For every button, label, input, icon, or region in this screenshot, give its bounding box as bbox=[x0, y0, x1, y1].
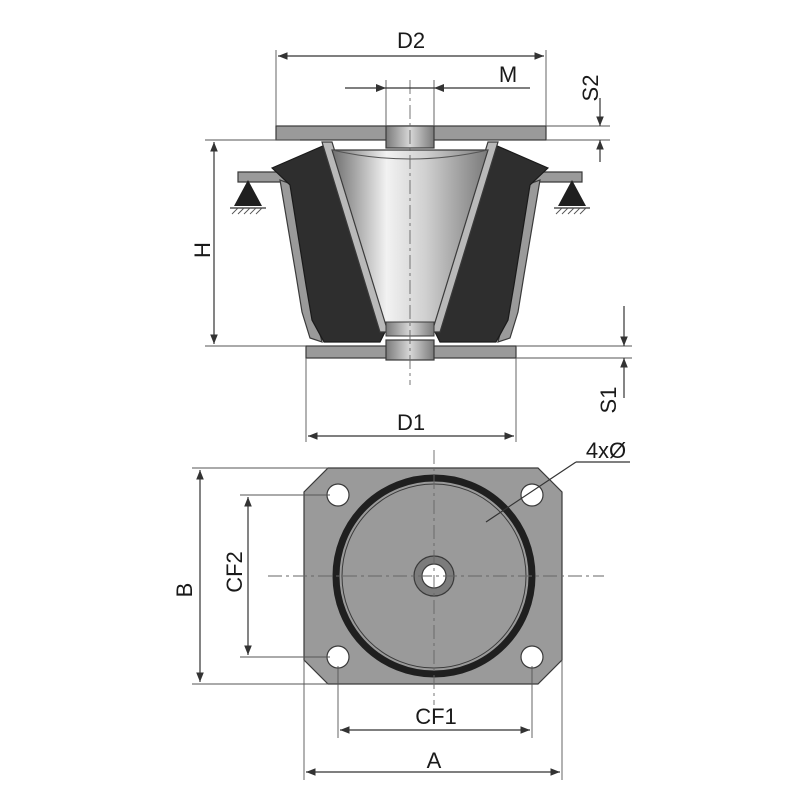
a-label: A bbox=[427, 748, 442, 773]
h-label: H bbox=[190, 242, 215, 258]
corner-hole-tr bbox=[520, 483, 544, 507]
cf2-label: CF2 bbox=[222, 551, 247, 593]
side-view: D2 M S2 H S1 D1 bbox=[190, 28, 632, 442]
corner-hole-tl bbox=[326, 483, 350, 507]
b-label: B bbox=[172, 583, 197, 598]
corner-hole-br bbox=[520, 645, 544, 669]
top-view: 4xØ CF2 B CF1 A bbox=[172, 438, 630, 780]
holes-label: 4xØ bbox=[586, 438, 626, 463]
s1-label: S1 bbox=[596, 387, 621, 414]
corner-hole-bl bbox=[326, 645, 350, 669]
d1-label: D1 bbox=[397, 410, 425, 435]
d2-label: D2 bbox=[397, 28, 425, 53]
right-support-icon bbox=[554, 180, 590, 215]
s2-label: S2 bbox=[578, 75, 603, 102]
m-label: M bbox=[499, 62, 517, 87]
cf1-label: CF1 bbox=[415, 704, 457, 729]
left-support-icon bbox=[230, 180, 266, 215]
